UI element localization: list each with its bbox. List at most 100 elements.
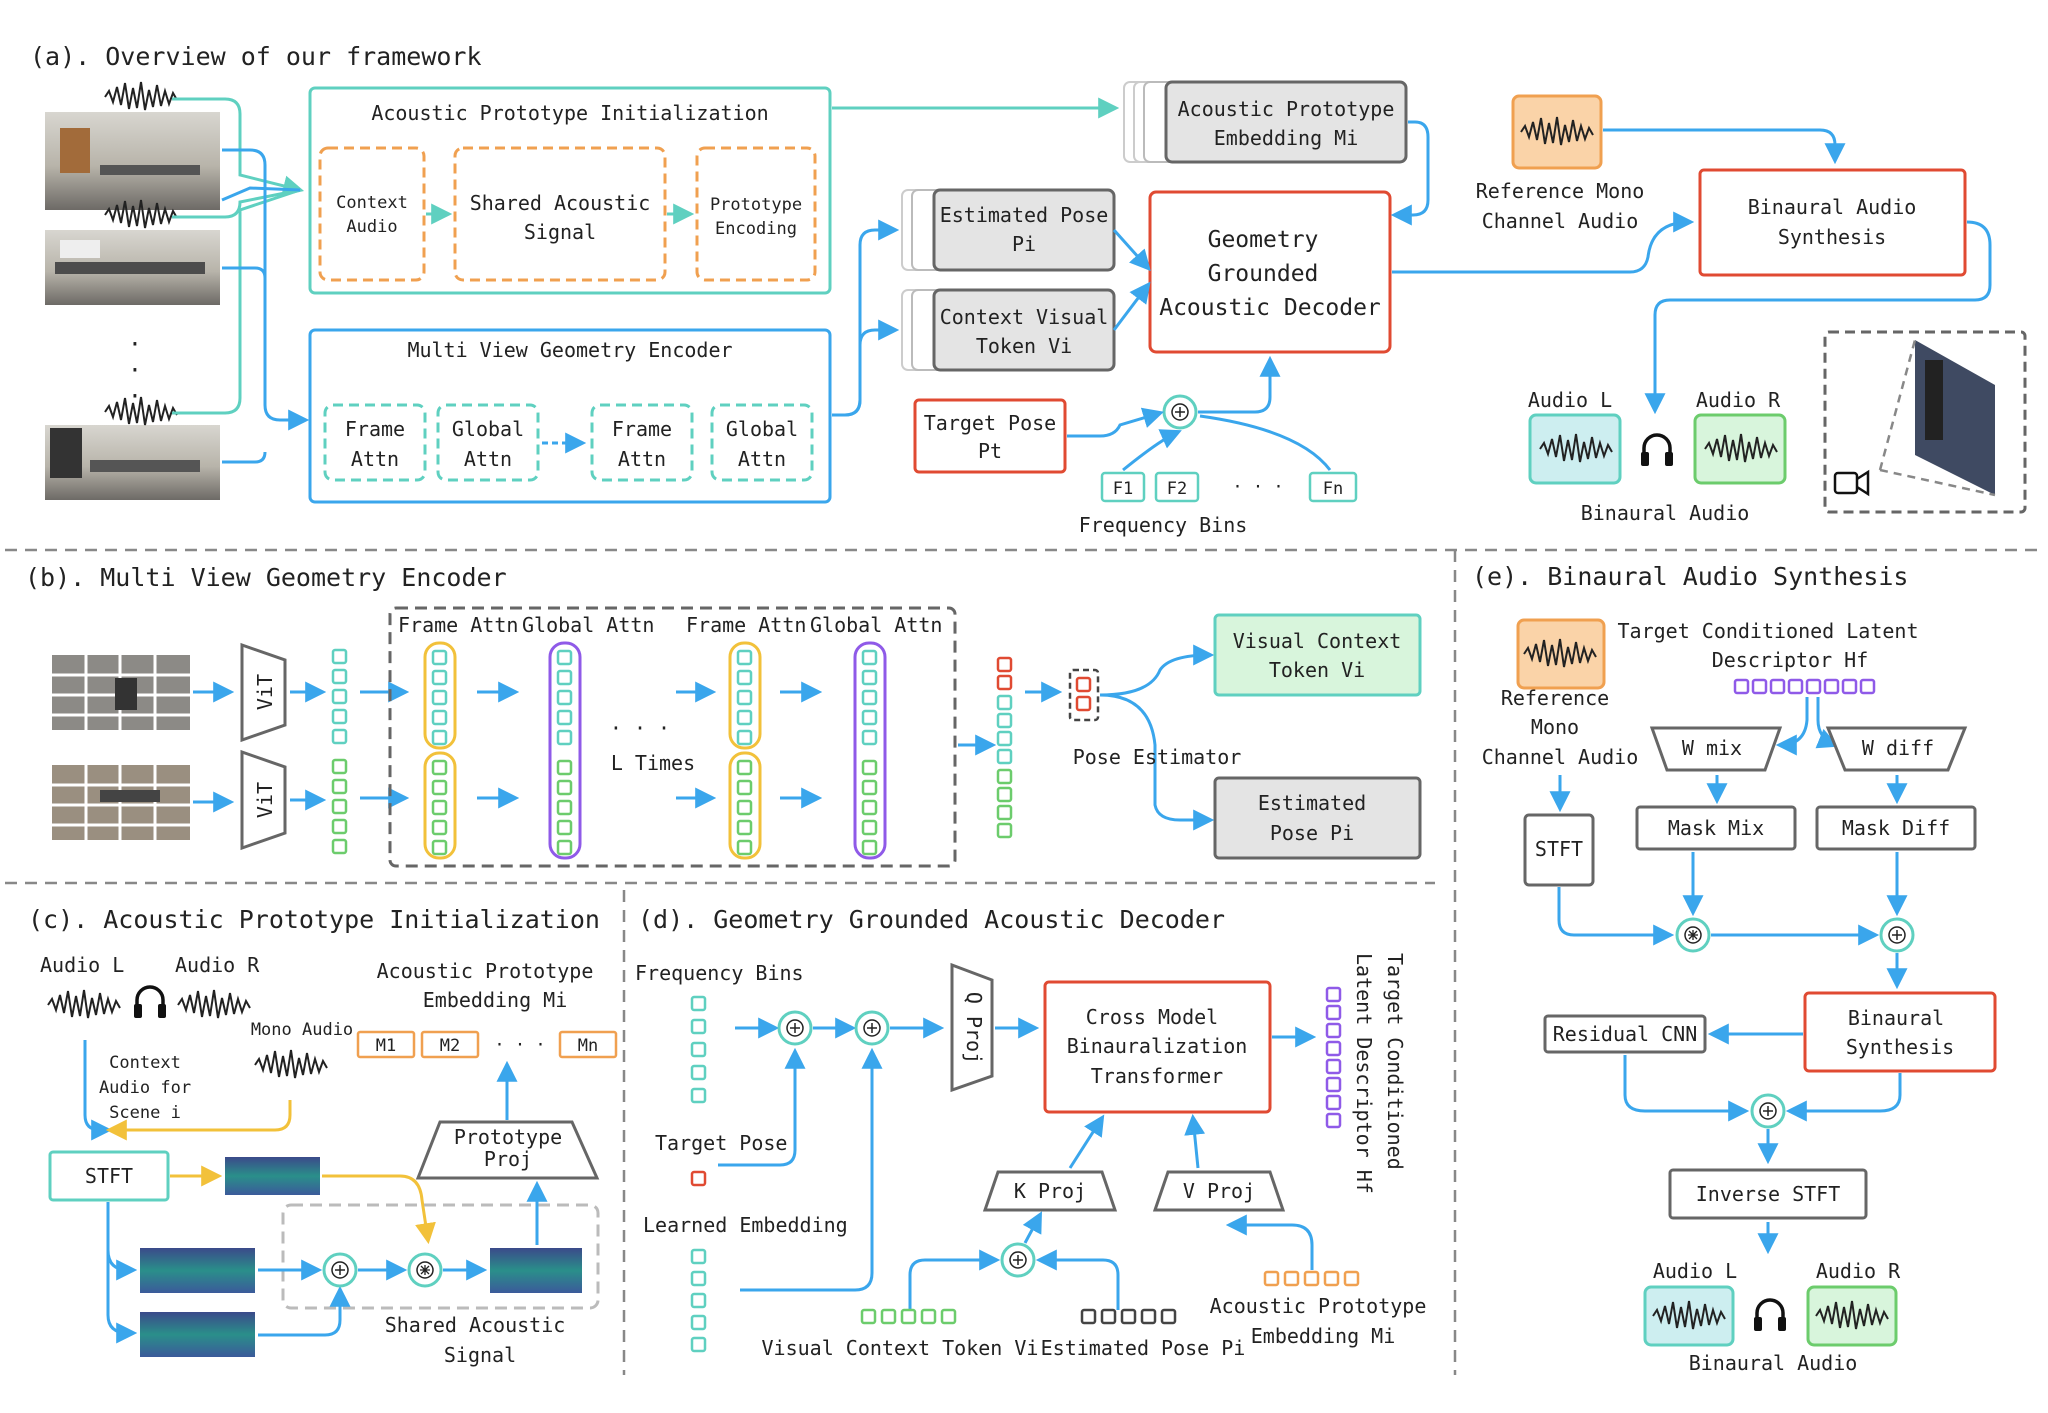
vertical-dot: · <box>128 358 142 384</box>
freq-bin-box <box>1154 471 1200 503</box>
spectrogram-image <box>225 1157 320 1195</box>
ape-label: Acoustic Prototype <box>377 959 594 983</box>
reference-mono-label: Channel Audio <box>1482 209 1639 233</box>
freq-bins-label: Frequency Bins <box>1079 513 1248 537</box>
shared-acoustic-signal-region <box>281 1203 600 1310</box>
image-patch-grid <box>52 655 190 730</box>
prototype-encoding-box <box>695 146 817 282</box>
ref-label: Channel Audio <box>1482 745 1639 769</box>
spectrogram-image <box>490 1248 582 1293</box>
audio-l-label: Audio L <box>40 953 124 977</box>
pose-token-bracket <box>1068 668 1100 722</box>
pp-label: Proj <box>484 1147 532 1171</box>
mask-diff-box <box>1815 805 1977 851</box>
tcld-label: Descriptor Hf <box>1712 648 1869 672</box>
binaural-audio-label: Binaural Audio <box>1689 1351 1858 1375</box>
decoder-label: Grounded <box>1208 261 1319 287</box>
spectrogram-image <box>140 1312 255 1357</box>
binaural-audio-synthesis-box <box>1698 168 1967 277</box>
k-proj-block <box>982 1170 1118 1212</box>
room-image-2 <box>45 230 220 305</box>
prototype-token-box <box>558 1030 618 1059</box>
section-a-title: (a). Overview of our framework <box>30 42 482 71</box>
w-diff-block <box>1825 726 1968 772</box>
ape-label: Acoustic Prototype <box>1178 97 1395 121</box>
global-attn-label: Attn <box>464 447 512 471</box>
q-proj-label: Q Proj <box>962 992 986 1064</box>
frame-attn-box <box>323 403 427 482</box>
frequency-bin-tokens <box>690 995 707 1104</box>
estimated-pose-box <box>1213 776 1422 860</box>
sas-label: Shared Acoustic <box>385 1313 566 1337</box>
prototype-encoding-label: Encoding <box>715 219 797 239</box>
cmbt-label: Transformer <box>1091 1064 1223 1088</box>
istft-label: Inverse STFT <box>1696 1182 1841 1206</box>
vit-encoder <box>240 642 287 743</box>
l-times-block <box>388 606 957 868</box>
audio-r-label: Audio R <box>1816 1259 1901 1283</box>
bas-label: Binaural Audio <box>1748 195 1917 219</box>
audio-r-icon <box>1693 413 1787 485</box>
multi-view-geometry-encoder-box <box>308 328 832 504</box>
frame-attn-label: Frame <box>345 417 405 441</box>
add-icon <box>1162 394 1198 430</box>
prototype-proj-block <box>415 1120 600 1180</box>
api-title: Acoustic Prototype Initialization <box>371 101 768 125</box>
add-icon <box>854 1010 890 1046</box>
freq-bin-label: F2 <box>1167 479 1187 499</box>
k-proj-label: K Proj <box>1014 1179 1086 1203</box>
headphones-icon <box>1639 433 1675 468</box>
stft-label: STFT <box>1535 837 1583 861</box>
ref-label: Mono <box>1531 715 1579 739</box>
ep-label: Pose Pi <box>1270 821 1354 845</box>
freq-bin-label: F1 <box>1113 479 1133 499</box>
prototype-token-label: M1 <box>376 1036 396 1056</box>
ctx-label: Context <box>109 1053 181 1073</box>
multiply-icon <box>407 1252 443 1288</box>
audio-l-label: Audio L <box>1653 1259 1737 1283</box>
frame-attn-group <box>728 641 762 750</box>
v-proj-block <box>1152 1170 1286 1212</box>
estimated-pose-tokens <box>1080 1308 1177 1325</box>
ctx-label: Scene i <box>109 1103 181 1123</box>
add-icon <box>1879 917 1915 953</box>
visual-context-token-box <box>1213 613 1422 697</box>
freq-bins-label: Frequency Bins <box>635 961 804 985</box>
ep-label: Estimated <box>1258 791 1366 815</box>
audio-l-icon <box>1528 413 1622 485</box>
audio-r-label: Audio R <box>1696 388 1781 412</box>
target-pose-label: Pt <box>978 439 1002 463</box>
cross-model-transformer-box <box>1043 980 1272 1114</box>
ape-label: Embedding Mi <box>1214 126 1359 150</box>
reference-mono-audio-icon <box>1511 94 1603 170</box>
global-attn-group <box>548 641 582 860</box>
add-icon <box>322 1252 358 1288</box>
camera-icon <box>1833 469 1870 497</box>
learned-embedding-tokens <box>690 1248 707 1353</box>
pp-label: Prototype <box>454 1125 562 1149</box>
audio-r-icon <box>1806 1285 1898 1347</box>
inverse-stft-box <box>1668 1168 1868 1220</box>
ep-label: Estimated Pose Pi <box>1041 1336 1246 1360</box>
geometry-grounded-decoder-box <box>1148 190 1392 354</box>
reference-mono-label: Reference Mono <box>1476 179 1645 203</box>
global-attn-label: Attn <box>738 447 786 471</box>
section-d-title: (d). Geometry Grounded Acoustic Decoder <box>638 905 1225 934</box>
frame-attn-label: Attn <box>351 447 399 471</box>
latent-descriptor-tokens <box>1325 986 1342 1129</box>
vit-label: ViT <box>253 674 277 710</box>
ctx-label: Audio for <box>99 1078 191 1098</box>
mvge-title: Multi View Geometry Encoder <box>407 338 732 362</box>
acoustic-prototype-tokens <box>1263 1270 1360 1287</box>
estimated-pose-label: Pi <box>1012 232 1036 256</box>
latent-descriptor-tokens <box>1733 678 1876 695</box>
w-mix-block <box>1649 726 1783 772</box>
multiply-icon <box>1675 917 1711 953</box>
context-visual-token-stack <box>901 288 1116 372</box>
stft-box <box>1523 813 1595 887</box>
global-attn-label: Global Attn <box>810 613 942 637</box>
bs-label: Synthesis <box>1846 1035 1954 1059</box>
prototype-token-label: Mn <box>578 1036 598 1056</box>
context-visual-label: Context Visual <box>940 305 1109 329</box>
rcnn-label: Residual CNN <box>1553 1022 1698 1046</box>
